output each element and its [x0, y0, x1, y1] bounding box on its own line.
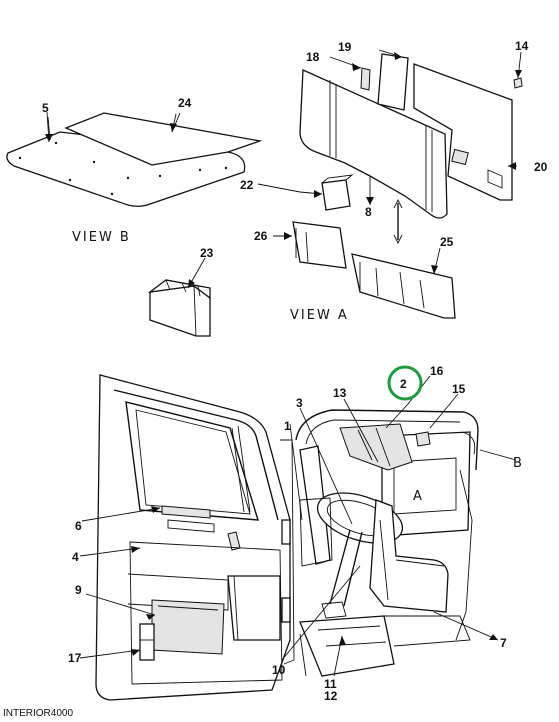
figure-caption: INTERIOR4000 [3, 708, 73, 719]
callout-2: 2 [400, 377, 407, 391]
callout-3: 3 [296, 396, 303, 410]
panel-20 [413, 63, 513, 201]
clip-14 [513, 77, 523, 89]
reference-a: A [413, 489, 424, 504]
view-a-label: VIEW A [290, 308, 349, 323]
view-b-panels [6, 112, 263, 207]
callout-23: 23 [200, 246, 214, 260]
callout-1: 1 [284, 419, 291, 433]
callout-20: 20 [534, 160, 548, 174]
panel-24 [64, 112, 263, 166]
pillar-19 [377, 53, 409, 111]
callout-22: 22 [240, 178, 254, 192]
callout-25: 25 [440, 235, 454, 249]
callout-24: 24 [178, 96, 192, 110]
highlight-circle [387, 365, 423, 401]
door-assembly [95, 374, 295, 701]
callout-5: 5 [42, 101, 49, 115]
bracket-18 [360, 67, 371, 91]
box-23 [147, 279, 211, 337]
cab-interior [295, 409, 479, 677]
reference-b: B [513, 456, 524, 471]
view-a-panels [292, 53, 523, 319]
callout-15: 15 [452, 382, 466, 396]
callout-9: 9 [75, 583, 82, 597]
box-22 [321, 179, 351, 211]
seat [369, 499, 449, 613]
callout-26: 26 [254, 229, 268, 243]
callout-4: 4 [72, 550, 79, 564]
callout-7: 7 [500, 636, 507, 650]
view-b-label: VIEW B [72, 230, 131, 245]
callout-14: 14 [515, 39, 529, 53]
part-switch [451, 148, 469, 166]
switch-17 [139, 623, 155, 661]
callout-8: 8 [365, 205, 372, 219]
callout-6: 6 [75, 519, 82, 533]
panel-26 [292, 221, 347, 269]
panel-8 [299, 69, 448, 219]
callout-17: 17 [68, 651, 82, 665]
panel-25 [351, 253, 456, 319]
callout-18: 18 [306, 50, 320, 64]
callout-13: 13 [333, 386, 347, 400]
callout-19: 19 [338, 40, 352, 54]
callout-11: 11 [324, 677, 337, 691]
callout-12: 12 [324, 689, 338, 703]
arrowheads [45, 52, 522, 656]
callout-16: 16 [430, 364, 444, 378]
callouts: 19 18 14 24 5 20 22 8 26 25 23 16 2 15 1… [42, 39, 548, 703]
callout-10: 10 [272, 663, 286, 677]
